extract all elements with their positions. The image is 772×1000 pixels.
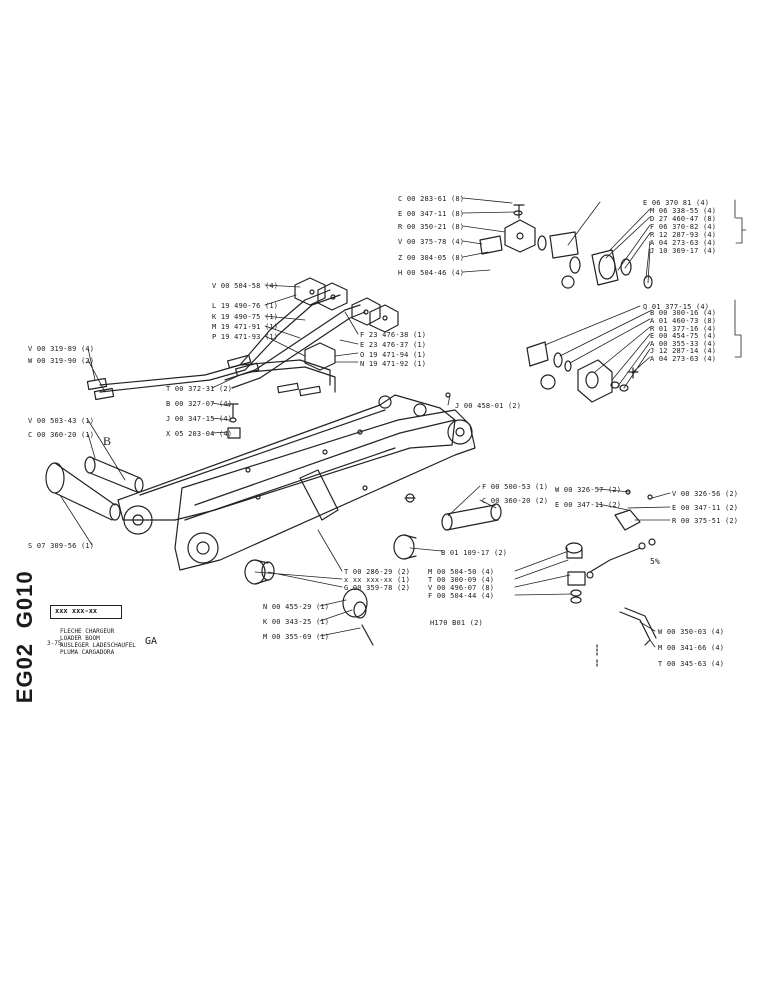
part-label: M 19 471-91 (1)	[212, 323, 279, 331]
title-block-frame	[50, 605, 122, 619]
part-label: Q 01 377-15 (4)	[643, 303, 710, 311]
grease-assembly	[565, 489, 657, 669]
part-label: R 00 375-51 (2)	[672, 517, 739, 525]
part-label: W 00 326-57 (2)	[555, 486, 622, 494]
part-label: T 00 345-63 (4)	[658, 660, 725, 668]
mark-b: B	[103, 434, 112, 448]
part-label: L 19 490-76 (1)	[212, 302, 279, 310]
part-label: O 19 471-94 (1)	[360, 351, 427, 359]
part-label: T 00 300-09 (4)	[428, 576, 495, 584]
part-label: R 00 350-21 (8)	[398, 223, 465, 231]
code-2: G010	[12, 570, 37, 628]
part-label: E 00 347-11 (8)	[398, 210, 465, 218]
part-label: W 00 319-90 (2)	[28, 357, 95, 365]
part-label: B 00 327-07 (4)	[166, 400, 233, 408]
part-label: M 06 338-55 (4)	[650, 207, 717, 215]
part-label: A 01 460-73 (8)	[650, 317, 717, 325]
upper-fittings	[479, 204, 653, 289]
part-label: W 00 350-03 (4)	[658, 628, 725, 636]
title-line-3: AUSLEGER LADESCHAUFEL	[60, 642, 136, 649]
part-label: K 19 490-75 (1)	[212, 313, 279, 321]
part-label: J 00 347-15 (4)	[166, 415, 233, 423]
part-label: B 01 109-17 (2)	[441, 549, 508, 557]
title-variant: GA	[145, 636, 158, 647]
valve-blocks	[294, 277, 399, 371]
part-label: T 00 372-31 (2)	[166, 385, 233, 393]
part-label: E 23 476-37 (1)	[360, 341, 427, 349]
part-label: Z 00 304-05 (8)	[398, 254, 465, 262]
part-label: E 06 370 81 (4)	[643, 199, 710, 207]
part-label: A 04 273-63 (4)	[650, 355, 717, 363]
part-label: R 01 377-16 (4)	[650, 325, 717, 333]
part-label: T 00 286-29 (2)	[344, 568, 411, 576]
part-label: J 12 287-14 (4)	[650, 347, 717, 355]
part-label: M 00 355-69 (1)	[263, 633, 330, 641]
part-label: K 00 343-25 (1)	[263, 618, 330, 626]
part-label: V 00 504-58 (4)	[212, 282, 279, 290]
title-line-4: PLUMA CARGADORA	[60, 649, 115, 656]
drawing-code: EG02 G010	[12, 570, 38, 703]
part-label: N 00 455-29 (1)	[263, 603, 330, 611]
part-label: F 23 476-38 (1)	[360, 331, 427, 339]
part-label: E 00 347-11 (2)	[555, 501, 622, 509]
part-label: E 00 347-11 (2)	[672, 504, 739, 512]
part-label: X 05 203-04 (4)	[166, 430, 233, 438]
mid-fittings	[526, 341, 639, 403]
pivot-pins	[45, 456, 144, 521]
hydraulic-lines	[86, 289, 366, 401]
note-right: 5%	[650, 557, 661, 566]
part-label: A 04 273-63 (4)	[650, 239, 717, 247]
part-label: J 00 458-01 (2)	[455, 402, 522, 410]
part-label: V 00 503-43 (1)	[28, 417, 95, 425]
part-label: V 00 319-89 (4)	[28, 345, 95, 353]
part-label: E 00 454-75 (4)	[650, 332, 717, 340]
part-label: R 12 287-93 (4)	[650, 231, 717, 239]
part-label: B 00 300-16 (4)	[650, 309, 717, 317]
part-label: C 00 360-20 (2)	[482, 497, 549, 505]
part-label: M 00 504-50 (4)	[428, 568, 495, 576]
part-label: x xx xxx-xx (1)	[344, 576, 411, 584]
title-line-1: FLECHE CHARGEUR	[60, 628, 115, 635]
part-label: V 00 375-78 (4)	[398, 238, 465, 246]
part-label: S 07 309-56 (1)	[28, 542, 95, 550]
title-line-2: LOADER BOOM	[60, 635, 100, 642]
leader-lines	[59, 197, 747, 648]
code-1: EG02	[12, 642, 37, 704]
loader-boom	[117, 394, 476, 571]
part-label: V 00 326-56 (2)	[672, 490, 739, 498]
fastener-parts	[227, 392, 451, 439]
part-label: F 00 500-53 (1)	[482, 483, 549, 491]
part-label: F 00 504-44 (4)	[428, 592, 495, 600]
part-label: D 27 460-47 (8)	[650, 215, 717, 223]
part-label: F 06 370-82 (4)	[650, 223, 717, 231]
title-small: 3-75	[47, 640, 62, 647]
part-label: N 19 471-92 (1)	[360, 360, 427, 368]
part-label: C 00 283-61 (8)	[398, 195, 465, 203]
part-label: V 00 496-07 (8)	[428, 584, 495, 592]
part-label: P 19 471-93 (1)	[212, 333, 279, 341]
part-label: A 00 355-33 (4)	[650, 340, 717, 348]
part-label: C 00 360-20 (1)	[28, 431, 95, 439]
ref-a: H170 B01 (2)	[430, 619, 483, 627]
title-ref: xxx xxx-xx	[55, 607, 98, 615]
part-label: H 00 504-46 (4)	[398, 269, 465, 277]
part-label: G 00 359-78 (2)	[344, 584, 411, 592]
bushings	[244, 493, 502, 646]
part-label: M 00 341-66 (4)	[658, 644, 725, 652]
part-label: J 10 369-17 (4)	[650, 247, 717, 255]
